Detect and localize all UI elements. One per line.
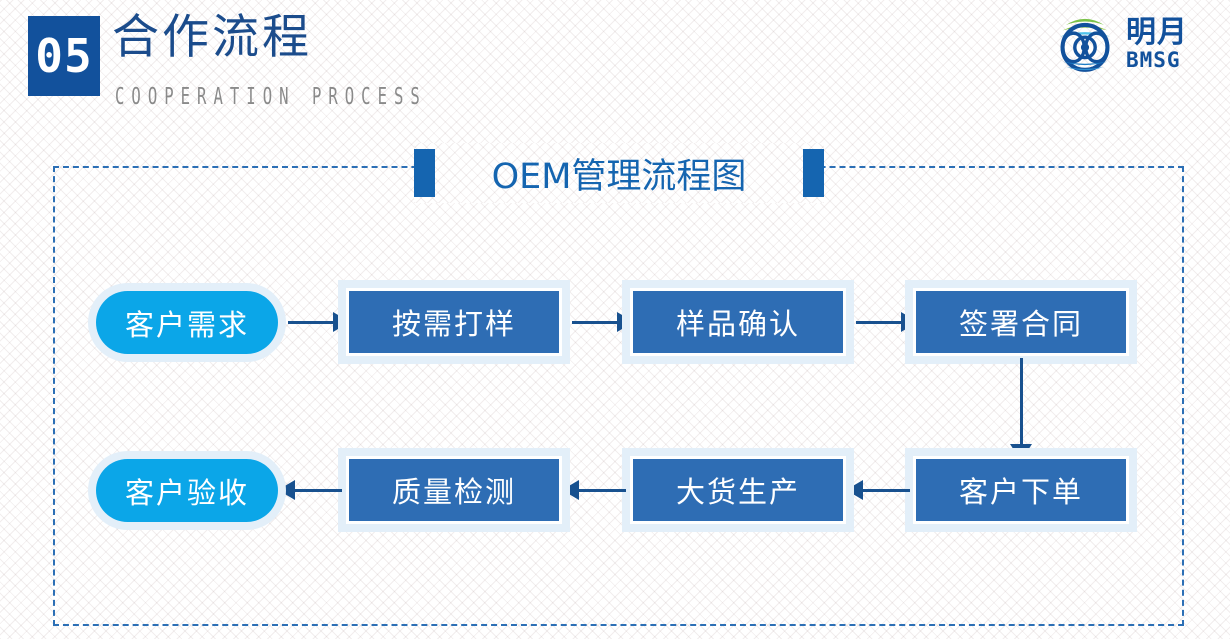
connector-n3-n4 <box>856 321 904 324</box>
brand-logo: 明月 BMSG <box>1050 8 1218 80</box>
globe-rings-icon <box>1050 10 1120 78</box>
flow-panel <box>53 166 1184 626</box>
connector-n6-n7 <box>578 489 626 492</box>
connector-n4-n5 <box>1020 358 1023 450</box>
flow-node-customer-order[interactable]: 客户下单 <box>913 456 1129 524</box>
arrow-left-icon-n7-n8 <box>278 480 295 500</box>
connector-n5-n6 <box>862 489 910 492</box>
flow-node-quality-check[interactable]: 质量检测 <box>346 456 562 524</box>
section-number-badge: 05 <box>28 16 100 96</box>
arrow-left-icon-n6-n7 <box>562 480 579 500</box>
flow-node-sampling[interactable]: 按需打样 <box>346 288 562 356</box>
flow-node-customer-acceptance[interactable]: 客户验收 <box>96 459 278 522</box>
arrow-right-icon-n2-n3 <box>617 312 634 332</box>
flow-node-sign-contract[interactable]: 签署合同 <box>913 288 1129 356</box>
brand-wordmark: 明月 BMSG <box>1126 14 1188 72</box>
flow-node-bulk-production[interactable]: 大货生产 <box>630 456 846 524</box>
title-bar-left-icon <box>414 149 435 197</box>
brand-name-cn: 明月 <box>1126 14 1188 50</box>
flow-node-customer-requirement[interactable]: 客户需求 <box>96 291 278 354</box>
connector-n2-n3 <box>572 321 620 324</box>
flow-node-sample-confirm[interactable]: 样品确认 <box>630 288 846 356</box>
flow-title-group: OEM管理流程图 <box>414 143 824 203</box>
connector-n7-n8 <box>294 489 342 492</box>
connector-n1-n2 <box>288 321 336 324</box>
page-subtitle: COOPERATION PROCESS <box>115 82 427 110</box>
arrow-right-icon-n1-n2 <box>333 312 350 332</box>
arrow-left-icon-n5-n6 <box>846 480 863 500</box>
page-title: 合作流程 <box>112 10 312 65</box>
brand-name-en: BMSG <box>1126 47 1181 72</box>
flow-title: OEM管理流程图 <box>491 156 747 197</box>
title-bar-right-icon <box>803 149 824 197</box>
